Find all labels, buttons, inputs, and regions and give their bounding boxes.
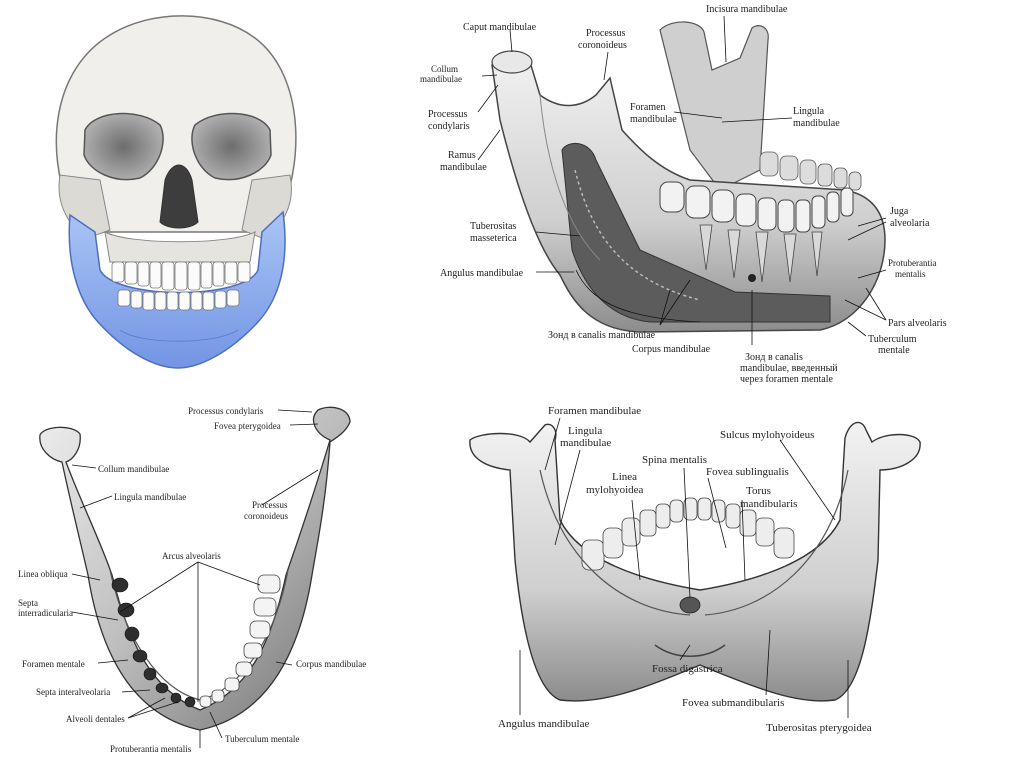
label-septa-2: interradicularia: [18, 608, 73, 618]
label-linea-1: Linea: [612, 471, 637, 483]
label-tuberositas-1: Tuberositas: [470, 221, 516, 232]
label-angulus-mandibulae: Angulus mandibulae: [440, 268, 524, 279]
label-tuberculum-2: mentale: [878, 345, 910, 356]
label-juga-1: Juga: [890, 206, 909, 217]
mandible-superior-view-icon: [39, 406, 351, 731]
label-processus-condylaris-2: condylaris: [428, 121, 470, 132]
label-collum-mandibulae: Collum mandibulae: [98, 464, 169, 474]
labels-bottom-right: Foramen mandibulae Lingula mandibulae Su…: [498, 405, 872, 734]
mandible-lateral-view-icon: [491, 21, 886, 333]
label-lingula-1: Lingula: [568, 425, 602, 437]
label-spina-mentalis: Spina mentalis: [642, 454, 707, 466]
label-arcus-alveolaris: Arcus alveolaris: [162, 551, 221, 561]
labels-top-right: Caput mandibulae Processus coronoideus I…: [420, 4, 947, 385]
label-zond2-3: через foramen mentale: [740, 374, 834, 385]
label-processus-coronoideus-2: coronoideus: [244, 511, 288, 521]
label-foramen-mandibulae-2: mandibulae: [630, 114, 677, 125]
label-torus-1: Torus: [746, 485, 771, 497]
label-septa-interalveolaria: Septa interalveolaria: [36, 687, 110, 697]
label-processus-coronoideus-2: coronoideus: [578, 40, 627, 51]
label-processus-coronoideus-1: Processus: [252, 500, 288, 510]
label-foramen-mentale: Foramen mentale: [22, 659, 85, 669]
label-processus-condylaris-1: Processus: [428, 109, 468, 120]
label-sulcus-mylohyoideus: Sulcus mylohyoideus: [720, 429, 814, 441]
label-linea-obliqua: Linea obliqua: [18, 569, 68, 579]
label-tuberculum-1: Tuberculum: [868, 334, 917, 345]
label-processus-coronoideus-1: Processus: [586, 28, 626, 39]
label-caput-mandibulae: Caput mandibulae: [463, 22, 537, 33]
label-zond2-2: mandibulae, введенный: [740, 363, 838, 374]
label-lingula-mandibulae-2: mandibulae: [793, 118, 840, 129]
label-protuberantia-2: mentalis: [895, 269, 926, 279]
skull-frontal-view-icon: [55, 15, 297, 369]
label-fovea-sublingualis: Fovea sublingualis: [706, 466, 789, 478]
label-zond-canalis: Зонд в canalis mandibulae: [548, 330, 656, 341]
label-collum-2: mandibulae: [420, 74, 462, 84]
label-corpus-mandibulae: Corpus mandibulae: [296, 659, 366, 669]
labels-bottom-left: Processus condylaris Fovea pterygoidea C…: [18, 406, 366, 754]
label-foramen-mandibulae: Foramen mandibulae: [548, 405, 641, 417]
label-fovea-pterygoidea: Fovea pterygoidea: [214, 421, 281, 431]
label-zond2-1: Зонд в canalis: [745, 352, 803, 363]
label-fovea-submandibularis: Fovea submandibularis: [682, 697, 784, 709]
label-alveoli-dentales: Alveoli dentales: [66, 714, 125, 724]
label-collum-1: Collum: [431, 64, 458, 74]
label-torus-2: mandibularis: [740, 498, 797, 510]
label-protuberantia-1: Protuberantia: [888, 258, 937, 268]
label-juga-2: alveolaria: [890, 218, 930, 229]
label-foramen-mandibulae-1: Foramen: [630, 102, 666, 113]
label-incisura-mandibulae: Incisura mandibulae: [706, 4, 788, 15]
label-linea-2: mylohyoidea: [586, 484, 644, 496]
leader-lines-bottom-left: [71, 409, 319, 748]
label-ramus-1: Ramus: [448, 150, 476, 161]
label-lingula-mandibulae-1: Lingula: [793, 106, 825, 117]
label-lingula-mandibulae: Lingula mandibulae: [114, 492, 186, 502]
label-lingula-2: mandibulae: [560, 437, 611, 449]
label-processus-condylaris: Processus condylaris: [188, 406, 264, 416]
label-tuberculum-mentale: Tuberculum mentale: [225, 734, 299, 744]
label-ramus-2: mandibulae: [440, 162, 487, 173]
label-protuberantia-mentalis: Protuberantia mentalis: [110, 744, 192, 754]
label-corpus-mandibulae: Corpus mandibulae: [632, 344, 711, 355]
label-angulus-mandibulae: Angulus mandibulae: [498, 718, 589, 730]
label-tuberositas-pterygoidea: Tuberositas pterygoidea: [766, 722, 872, 734]
label-septa-1: Septa: [18, 598, 38, 608]
label-fossa-digastrica: Fossa digastrica: [652, 663, 723, 675]
label-tuberositas-2: masseterica: [470, 233, 517, 244]
leader-lines-bottom-right: [519, 417, 849, 718]
mandible-posterior-view-icon: [469, 421, 921, 702]
leader-lines-top-right: [477, 15, 887, 345]
label-pars-alveolaris: Pars alveolaris: [888, 318, 947, 329]
